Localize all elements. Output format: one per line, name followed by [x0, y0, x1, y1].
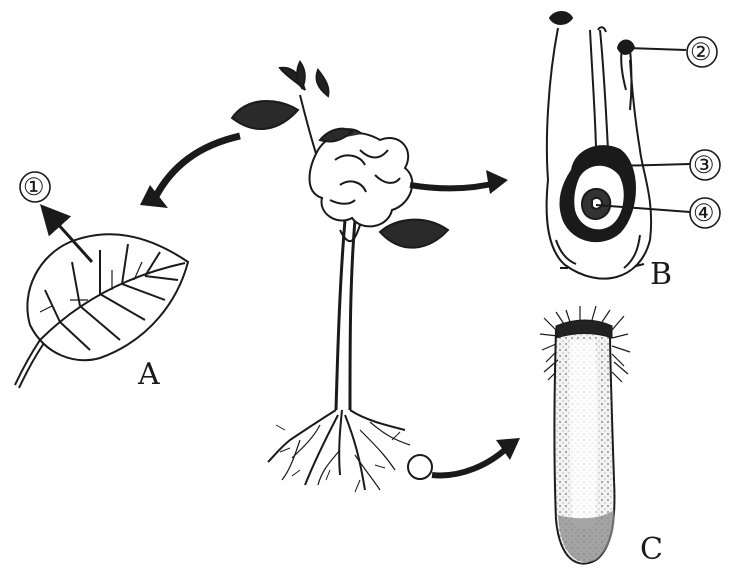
label-4: ④: [693, 201, 715, 225]
curved-arrow-icon: [155, 136, 240, 198]
curved-arrow-icon: [410, 182, 500, 188]
label-B: B: [650, 260, 672, 290]
label-2: ②: [690, 40, 712, 64]
leader-line-2: [628, 48, 686, 50]
label-3: ③: [693, 153, 715, 177]
ovary-section-icon: [547, 12, 652, 279]
label-1: ①: [23, 175, 45, 199]
label-A: A: [138, 360, 160, 390]
label-C: C: [640, 535, 663, 565]
root-tip-marker: [408, 455, 432, 479]
curved-arrow-icon: [432, 445, 510, 475]
root-tip-icon: [540, 306, 630, 564]
plant-icon: [232, 62, 448, 492]
leaf-icon: [15, 234, 188, 388]
